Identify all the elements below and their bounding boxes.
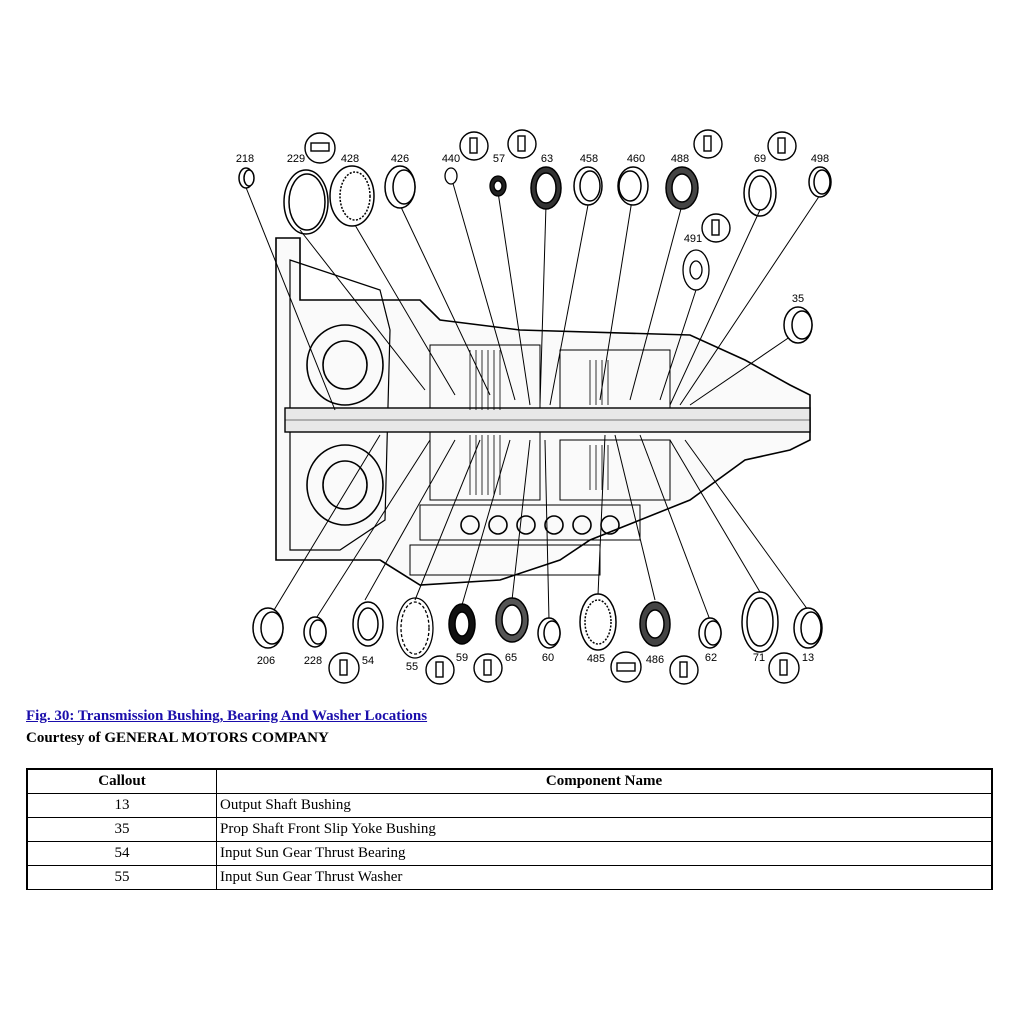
callout-labels-top: 218 229 428 426 440 57 63 458 460 488 69… [236, 153, 829, 305]
part-59-bearing [448, 603, 476, 645]
part-57-bearing [489, 175, 507, 197]
component-name-cell: Input Sun Gear Thrust Bearing [216, 841, 993, 866]
callout-label: 69 [754, 153, 766, 165]
part-71-washer [741, 591, 779, 653]
callout-cell: 55 [26, 865, 217, 890]
orientation-symbols [304, 129, 800, 685]
part-426-bushing [384, 165, 416, 209]
callout-label: 57 [493, 153, 505, 165]
callout-label: 206 [257, 655, 275, 667]
transmission-shaft [284, 407, 811, 433]
callout-label: 485 [587, 653, 605, 665]
callout-cell: 54 [26, 841, 217, 866]
component-name-cell: Input Sun Gear Thrust Washer [216, 865, 993, 890]
part-229-washer [283, 169, 329, 235]
part-428-bearing [329, 165, 375, 227]
column-header-callout: Callout [26, 768, 217, 794]
callout-table: Callout Component Name 13 Output Shaft B… [26, 768, 993, 890]
callout-label: 60 [542, 652, 554, 664]
component-name-cell: Output Shaft Bushing [216, 793, 993, 818]
part-218-bushing [238, 167, 255, 189]
part-65-bearing [495, 597, 529, 643]
callout-label: 488 [671, 153, 689, 165]
callout-label: 486 [646, 654, 664, 666]
part-485-bearing [579, 593, 617, 651]
callout-label: 440 [442, 153, 460, 165]
part-54-bearing [352, 601, 384, 647]
figure-courtesy: Courtesy of GENERAL MOTORS COMPANY [26, 730, 329, 746]
part-35-bushing [783, 306, 813, 344]
table-row: 35 Prop Shaft Front Slip Yoke Bushing [26, 817, 993, 842]
callout-label: 228 [304, 655, 322, 667]
table-row: 54 Input Sun Gear Thrust Bearing [26, 841, 993, 866]
table-row: 55 Input Sun Gear Thrust Washer [26, 865, 993, 890]
part-460-bushing [617, 166, 649, 206]
component-name-cell: Prop Shaft Front Slip Yoke Bushing [216, 817, 993, 842]
transmission-cutaway-diagram: 218 229 428 426 440 57 63 458 460 488 69… [236, 129, 832, 685]
callout-cell: 35 [26, 817, 217, 842]
table-row: 13 Output Shaft Bushing [26, 793, 993, 818]
callout-label: 55 [406, 661, 418, 673]
part-62-bushing [698, 617, 722, 649]
part-13-bushing [793, 607, 823, 649]
figure-caption-link[interactable]: Fig. 30: Transmission Bushing, Bearing A… [26, 708, 428, 724]
part-491-washer [682, 249, 710, 291]
part-63-bearing [530, 166, 562, 210]
callout-labels-bottom: 206 228 54 55 59 65 60 485 486 62 71 13 [257, 652, 814, 673]
callout-label: 426 [391, 153, 409, 165]
callout-label: 65 [505, 652, 517, 664]
callout-label: 428 [341, 153, 359, 165]
callout-cell: 13 [26, 793, 217, 818]
part-498-bushing [808, 166, 832, 198]
callout-label: 35 [792, 293, 804, 305]
part-55-washer [396, 597, 434, 659]
callout-label: 62 [705, 652, 717, 664]
callout-label: 13 [802, 652, 814, 664]
callout-label: 491 [684, 233, 702, 245]
callout-label: 63 [541, 153, 553, 165]
callout-label: 229 [287, 153, 305, 165]
part-488-bearing [665, 166, 699, 210]
callout-label: 59 [456, 652, 468, 664]
part-440-bushing [444, 167, 458, 185]
callout-label: 54 [362, 655, 374, 667]
callout-label: 458 [580, 153, 598, 165]
part-486-bearing [639, 601, 671, 647]
callout-label: 71 [753, 652, 765, 664]
internal-clutch-packs [469, 350, 609, 495]
part-458-bushing [573, 166, 603, 206]
part-228-bushing [303, 616, 327, 648]
part-60-bushing [537, 617, 561, 649]
callout-label: 218 [236, 153, 254, 165]
part-69-washer [743, 169, 777, 217]
callout-label: 460 [627, 153, 645, 165]
callout-label: 498 [811, 153, 829, 165]
part-206-bushing [252, 607, 284, 649]
column-header-component-name: Component Name [216, 768, 993, 794]
leader-lines [244, 179, 821, 621]
table-header-row: Callout Component Name [26, 768, 993, 794]
